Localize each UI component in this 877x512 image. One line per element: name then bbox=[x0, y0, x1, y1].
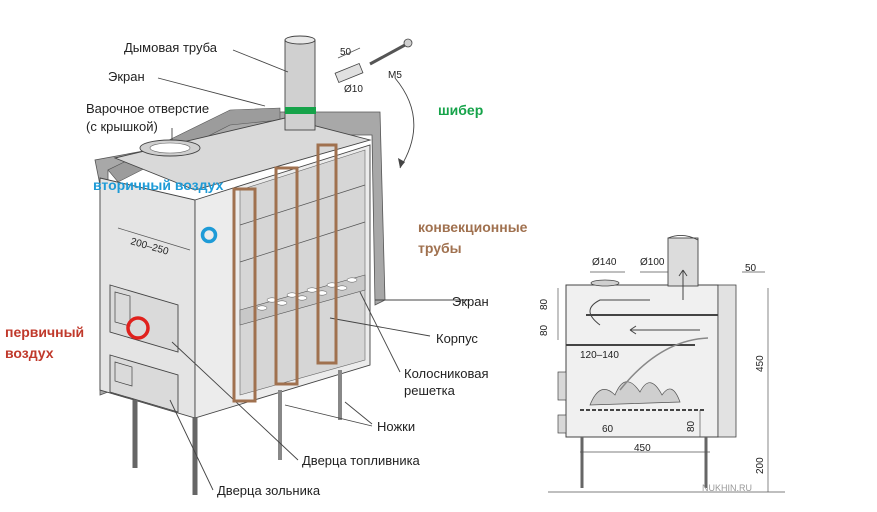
section-flow-upper bbox=[629, 325, 700, 335]
dim-d450v: 450 bbox=[755, 355, 766, 372]
grate-label-1: Колосниковая bbox=[404, 366, 489, 381]
stove-3d bbox=[94, 35, 386, 495]
bolt-detail: 50 Ø10 М5 bbox=[334, 38, 413, 95]
chimney-top bbox=[284, 35, 316, 45]
stove-interior bbox=[239, 149, 366, 396]
screen-top-label: Экран bbox=[108, 69, 145, 84]
body-label: Корпус bbox=[436, 331, 478, 346]
primary-air-annotation-2: воздух bbox=[5, 345, 54, 361]
dim-d140: Ø140 bbox=[592, 257, 617, 268]
grate-label-2: решетка bbox=[404, 383, 456, 398]
baffle-lower bbox=[239, 221, 366, 263]
convection-annotation-1: конвекционные bbox=[418, 219, 528, 235]
damper-annotation: шибер bbox=[438, 102, 483, 118]
screen-right-label: Экран bbox=[452, 294, 489, 309]
bolt-sleeve bbox=[334, 62, 364, 84]
section-fuel-door bbox=[557, 371, 567, 401]
dim-d100: Ø100 bbox=[640, 257, 665, 268]
legs-label: Ножки bbox=[377, 419, 415, 434]
ash-door bbox=[109, 354, 179, 413]
secondary-air-annotation: вторичный воздух bbox=[93, 177, 224, 193]
cooking-hole-label-2: (с крышкой) bbox=[86, 119, 158, 134]
section-ash-door bbox=[557, 414, 567, 434]
secondary-air-marker bbox=[200, 226, 218, 244]
primary-air-annotation-1: первичный bbox=[5, 324, 84, 340]
dim-d200: 200 bbox=[755, 457, 766, 474]
ash-door-label: Дверца зольника bbox=[217, 483, 321, 498]
dim-d450h: 450 bbox=[634, 443, 651, 454]
bolt-head bbox=[403, 38, 413, 48]
damper-highlight bbox=[285, 107, 316, 114]
dim-d60: 60 bbox=[602, 424, 614, 435]
cooking-hole-label-1: Варочное отверстие bbox=[86, 101, 209, 116]
stove-section bbox=[548, 235, 785, 493]
ash-door-handle bbox=[114, 361, 133, 387]
section-dim-lines bbox=[557, 271, 769, 492]
section-chimney-cut bbox=[667, 235, 699, 241]
dim-d80c: 80 bbox=[686, 420, 697, 432]
cooking-hole-inner bbox=[149, 142, 191, 154]
baffle-upper bbox=[239, 184, 366, 226]
convection-pipe-2 bbox=[274, 166, 299, 386]
bolt-arrow bbox=[394, 77, 415, 169]
fuel-door-handle bbox=[114, 291, 131, 327]
section-flow-top bbox=[589, 299, 650, 326]
primary-air-marker bbox=[126, 316, 150, 340]
convection-pipe-1 bbox=[232, 187, 257, 403]
stove-top bbox=[113, 117, 372, 191]
dim-d120-140: 120–140 bbox=[580, 350, 619, 361]
bolt-length-label: 50 bbox=[340, 47, 352, 58]
chimney bbox=[284, 39, 316, 131]
bolt-shaft bbox=[369, 43, 406, 66]
dim-200-250-line bbox=[117, 227, 191, 251]
bolt-thread-label: М5 bbox=[388, 70, 402, 81]
section-screen bbox=[717, 284, 737, 438]
bolt-diameter-label: Ø10 bbox=[344, 84, 363, 95]
fuel-door-label: Дверца топливника bbox=[302, 453, 421, 468]
dim-d80a: 80 bbox=[539, 298, 550, 310]
chimney-label: Дымовая труба bbox=[124, 40, 218, 55]
dim-d80b: 80 bbox=[539, 324, 550, 336]
section-flames bbox=[589, 381, 681, 406]
section-lid bbox=[590, 279, 620, 287]
convection-annotation-2: трубы bbox=[418, 240, 462, 256]
convection-pipes bbox=[232, 143, 338, 403]
section-flow-main bbox=[619, 337, 709, 391]
section-body bbox=[565, 284, 719, 438]
section-flow-exit bbox=[678, 269, 688, 300]
watermark: NUKHIN.RU bbox=[702, 483, 752, 493]
bolt-arrow-head bbox=[398, 158, 405, 168]
dim-d50: 50 bbox=[745, 263, 757, 274]
convection-pipe-3 bbox=[316, 143, 338, 365]
